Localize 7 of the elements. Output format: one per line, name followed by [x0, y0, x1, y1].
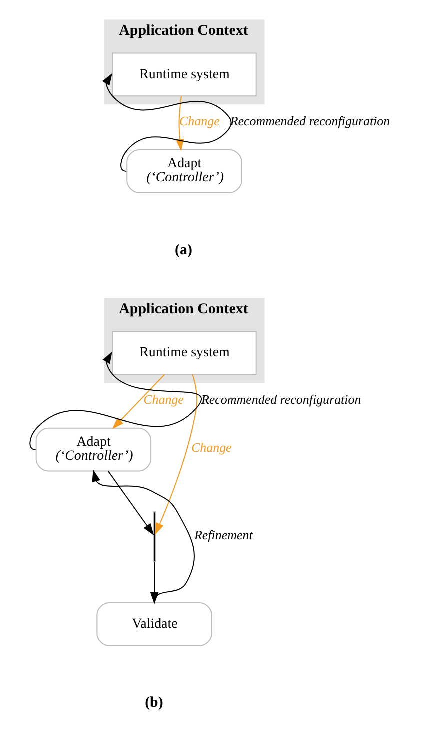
edge-label: Change [144, 392, 184, 407]
edge-label: Change [179, 113, 220, 128]
edge-label: Change [191, 440, 232, 456]
label: (a) [175, 242, 192, 258]
label: (b) [145, 695, 164, 712]
edge-label: Recommended reconfiguration [201, 392, 362, 407]
edge-label: Refinement [194, 528, 253, 543]
